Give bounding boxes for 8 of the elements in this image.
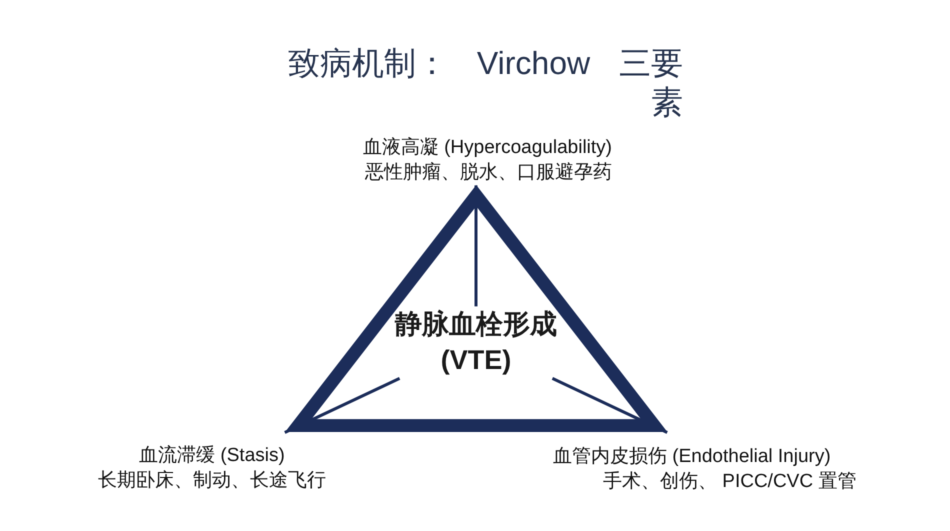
heading: 血管内皮损伤 (Endothelial Injury) [553,445,831,469]
title: 致病机制： Virchow 三要素 [286,44,683,122]
heading: 血液高凝 (Hypercoagulability) [362,136,612,160]
heading: 血流滞缓 (Stasis) [139,444,285,468]
description: 手术、创伤、 PICC/CVC 置管 [603,470,856,494]
description: 长期卧床、制动、长途飞行 [98,469,326,493]
description: 恶性肿瘤、脱水、口服避孕药 [365,161,612,186]
center-label: 静脉血栓形成 (VTE) [394,308,558,378]
